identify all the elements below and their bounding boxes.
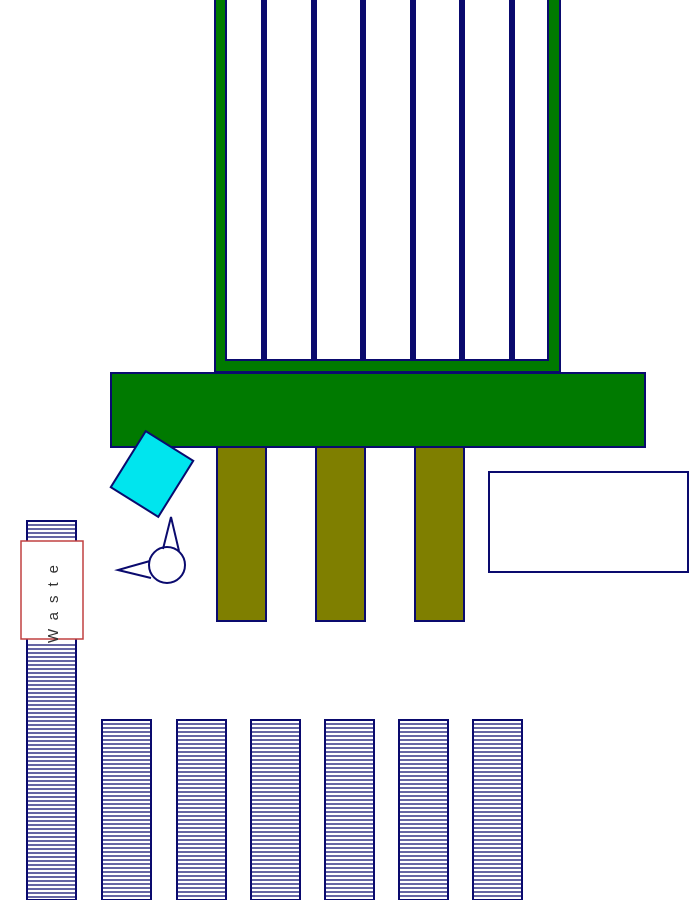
conveyor-frame <box>101 719 152 900</box>
rack-rail <box>360 0 366 360</box>
bottom-conveyors <box>101 719 523 900</box>
upper-rack-inner <box>225 0 549 361</box>
conveyor-frame <box>324 719 375 900</box>
waste-label: Waste <box>45 556 62 643</box>
waste-box: Waste <box>20 540 84 643</box>
upper-rack-rails <box>261 0 515 360</box>
operator-head <box>148 546 186 584</box>
main-beam <box>110 372 646 448</box>
rack-rail <box>410 0 416 360</box>
conveyor-frame <box>250 719 301 900</box>
operator-arm-left <box>114 560 152 579</box>
rack-rail <box>261 0 267 360</box>
pillar <box>216 446 267 622</box>
conveyor-frame <box>176 719 227 900</box>
pillar <box>414 446 465 622</box>
pillars <box>216 446 465 622</box>
waste-box-frame <box>20 540 84 640</box>
conveyor-frame <box>472 719 523 900</box>
conveyor-frame <box>398 719 449 900</box>
cyan-rotated-box-icon <box>109 429 195 519</box>
operator-arm-up <box>162 516 180 552</box>
rack-rail <box>459 0 465 360</box>
operator-circle-icon <box>114 516 186 584</box>
rack-rail <box>311 0 317 360</box>
empty-station-box <box>488 471 689 573</box>
upper-rack <box>214 0 561 373</box>
rack-rail <box>509 0 515 360</box>
pillar <box>315 446 366 622</box>
